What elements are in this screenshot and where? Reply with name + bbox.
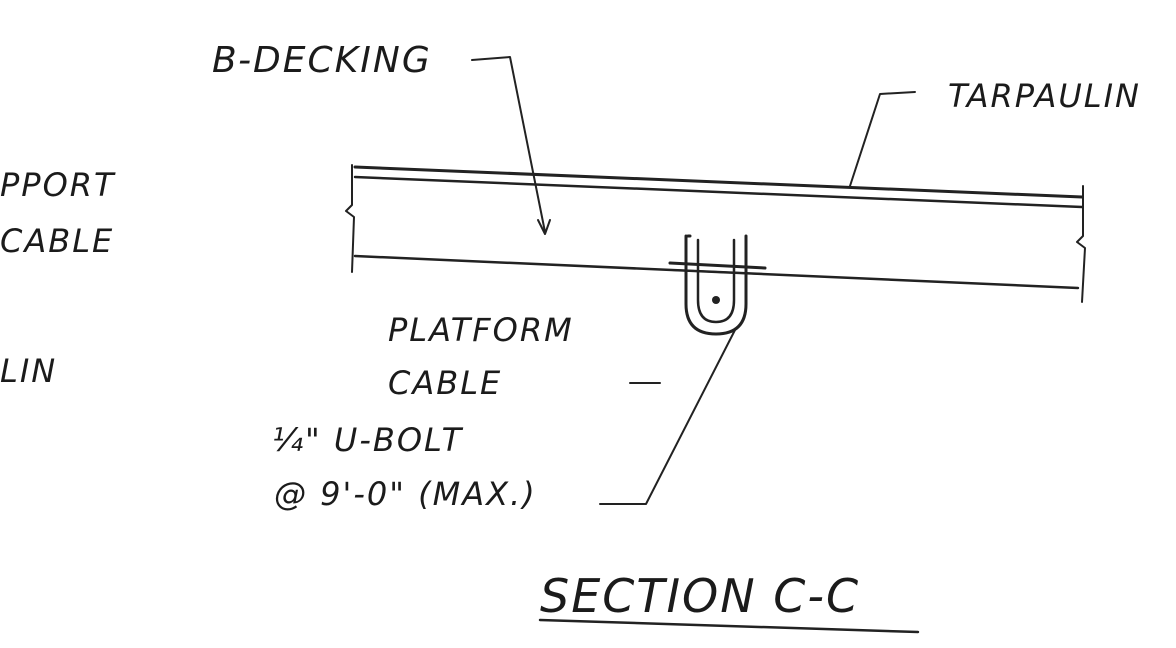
platform-cable-label-line1: PLATFORM bbox=[388, 311, 574, 349]
u-bolt-leader bbox=[599, 329, 736, 505]
b-decking-arrow bbox=[537, 219, 551, 235]
left-break-line bbox=[345, 164, 355, 273]
support-cable-label-line2: CABLE bbox=[0, 222, 114, 260]
u-bolt-inner bbox=[696, 238, 736, 324]
tarpaulin-line bbox=[353, 165, 1084, 199]
section-title: SECTION C-C bbox=[540, 569, 860, 623]
platform-cable-label-line2: CABLE bbox=[388, 364, 502, 402]
section-title-underline bbox=[538, 618, 920, 634]
tarpaulin-left-label: LIN bbox=[0, 352, 57, 390]
clamp-plate bbox=[668, 261, 767, 270]
platform-cable-dot bbox=[712, 296, 720, 304]
deck-assembly bbox=[345, 164, 1086, 303]
tarpaulin-leader bbox=[849, 91, 916, 187]
tarpaulin-right-label: TARPAULIN bbox=[948, 77, 1141, 115]
u-bolt-assembly bbox=[668, 234, 767, 336]
b-decking-label: B-DECKING bbox=[212, 40, 432, 81]
b-decking-leader bbox=[471, 56, 546, 233]
right-break-line bbox=[1076, 185, 1086, 303]
u-bolt-outer bbox=[684, 234, 748, 336]
u-bolt-label-line1: ¼" U-BOLT bbox=[272, 421, 464, 459]
u-bolt-label-line2: @ 9'-0" (MAX.) bbox=[274, 475, 537, 513]
leader-lines bbox=[471, 56, 920, 634]
b-decking-top-line bbox=[353, 175, 1084, 209]
support-cable-label-line1: PPORT bbox=[0, 166, 116, 204]
